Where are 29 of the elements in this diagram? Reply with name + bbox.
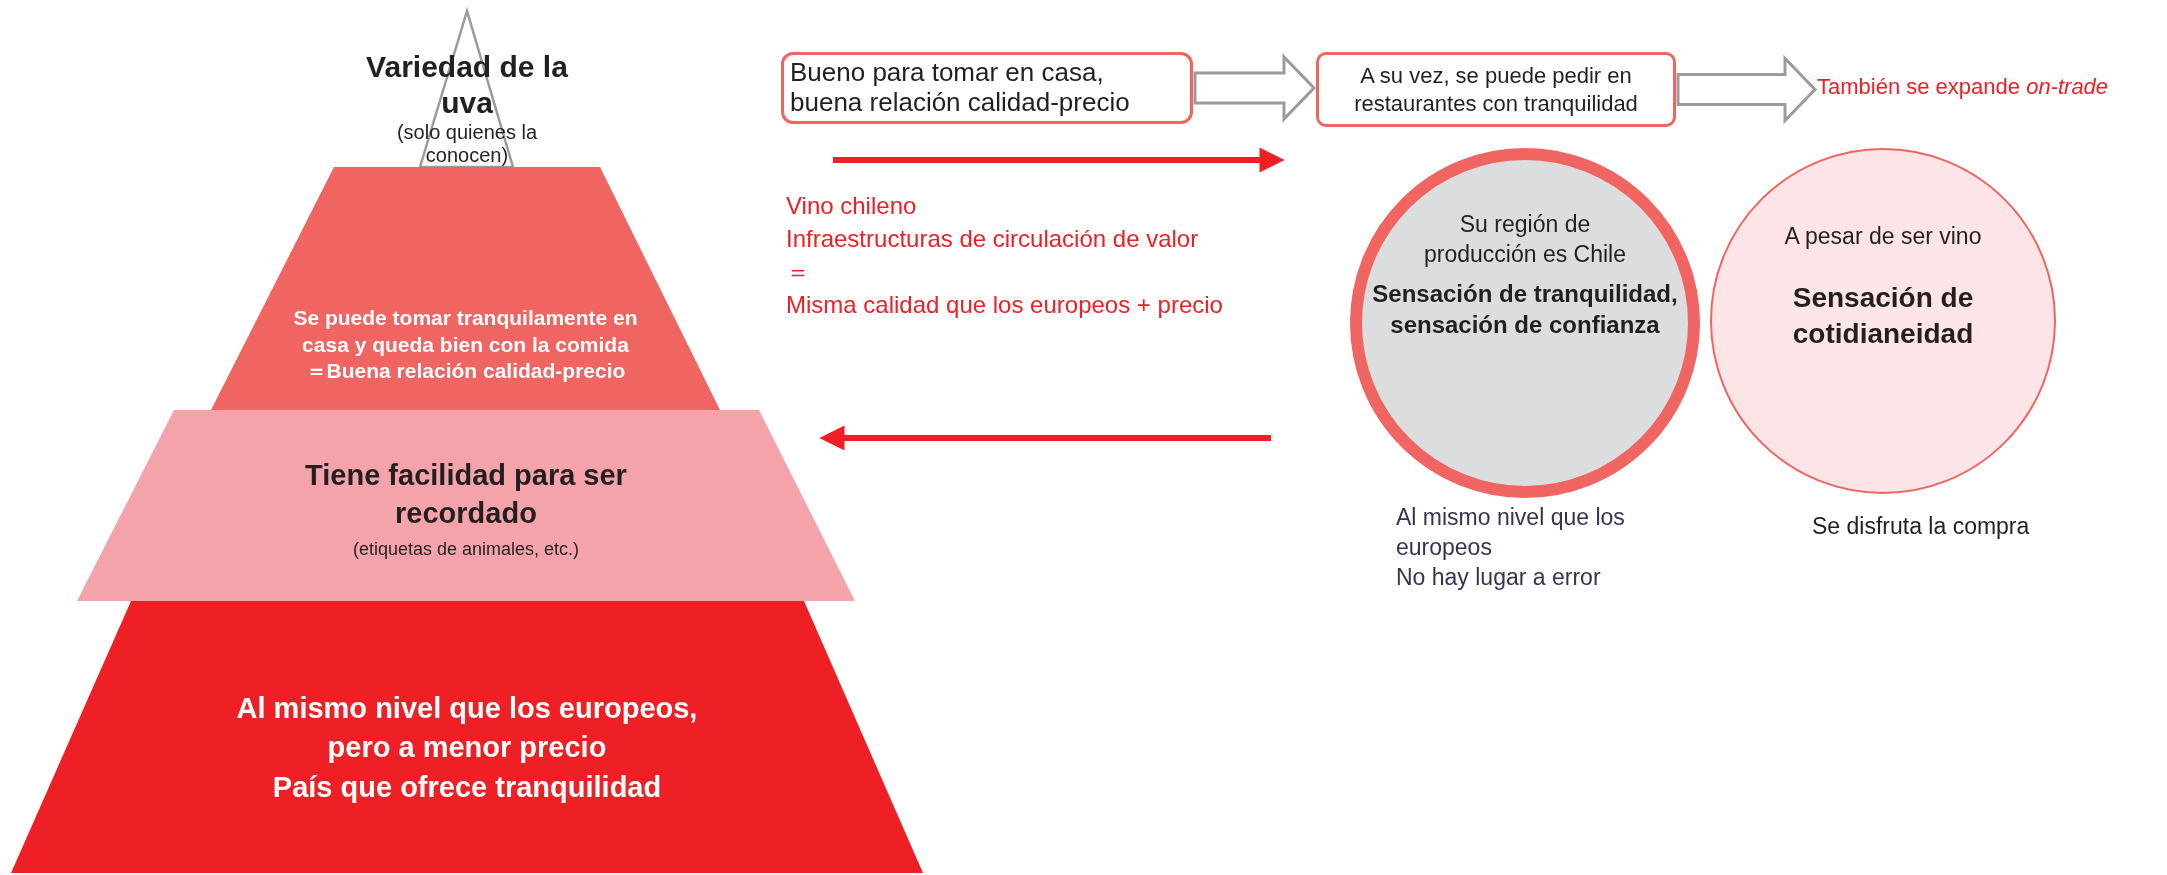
node-label: Se disfruta la compra [1812,512,2031,541]
pyramid-tier [11,601,923,873]
tier-heading: Al mismo nivel que los europeos, pero a menor precio [235,691,699,766]
node-label: Al mismo nivel que los europeos [1396,503,1626,562]
circle-heading: Sensación de cotidianeidad [1791,280,1975,352]
note-text: Misma calidad que los europeos + precio [786,290,1223,320]
circle-text: A pesar de ser vino [1784,222,1982,251]
tier-note: (etiquetas de animales, etc.) [352,537,580,561]
rounded-box [781,52,1193,124]
tier-heading: Tiene facilidad para ser recordado [304,458,628,531]
rounded-box [1316,52,1676,127]
note-text: Infraestructuras de circulación de valor [786,224,1200,254]
circle-text: Su región de producción es Chile [1423,210,1627,269]
note-text: También se expande on-trade [1817,74,2109,100]
tier-heading: Se puede tomar tranquilamente en casa y queda bien con la comida [292,305,639,358]
circle-heading: Sensación de tranquilidad, sensación de confianza [1371,278,1679,340]
note-text: Vino chileno [786,191,918,221]
box-text: A su vez, se puede pedir en restaurantes con tranquilidad [1353,62,1639,117]
note-text: ＝ [786,257,811,287]
tier-heading: Variedad de la uva [365,49,569,121]
pyramid-tier [77,410,855,601]
tier-note: ＝Buena relación calidad-precio [305,357,626,384]
tier-note: País que ofrece tranquilidad [272,769,662,805]
block-arrow [1676,54,1818,125]
block-arrow [1193,53,1317,123]
node-label: No hay lugar a error [1396,562,1602,592]
box-text: Bueno para tomar en casa, buena relación calidad-precio [790,58,1131,118]
tier-note: (solo quienes la conocen) [395,121,539,167]
pyramid-tier [211,167,720,410]
